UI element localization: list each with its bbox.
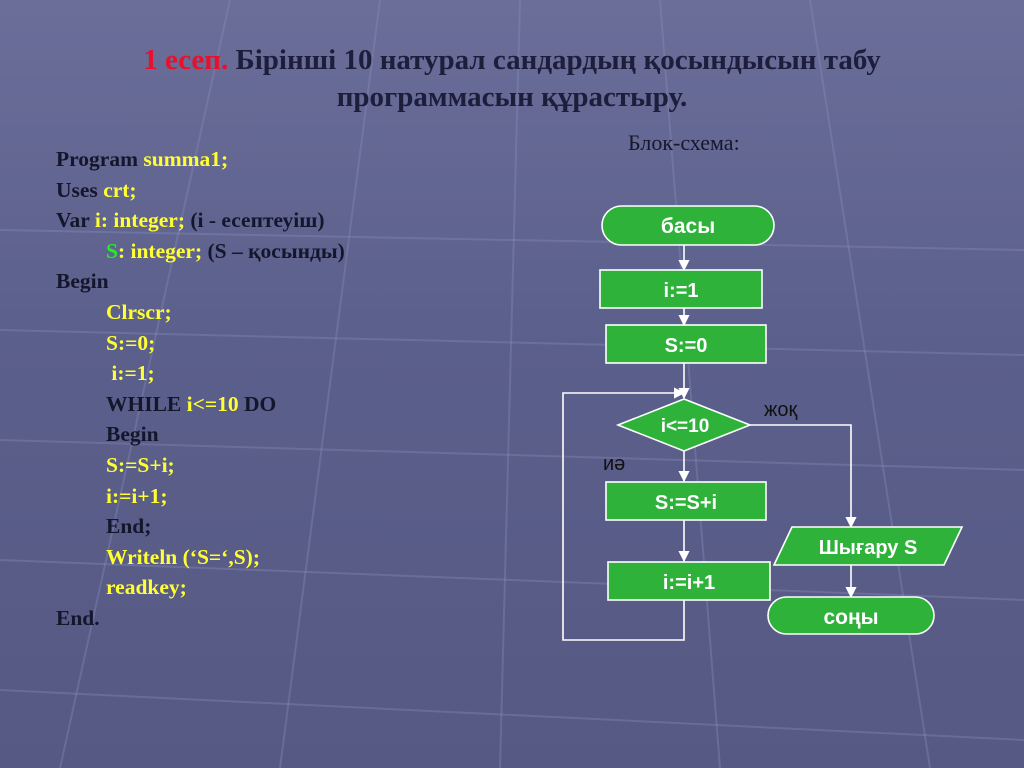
- code-line: Program summa1;: [56, 147, 229, 171]
- title-line-1-text: Бірінші 10 натурал сандардың қосындысын …: [228, 44, 881, 76]
- code-line: i:=1;: [106, 361, 155, 386]
- code-line: Begin: [106, 422, 159, 447]
- no-label: жоқ: [764, 399, 798, 421]
- code-line: i:=i+1;: [106, 483, 168, 508]
- inc-label: i:=i+1: [663, 572, 715, 594]
- code-line: S: integer; (S – қосынды): [106, 238, 345, 263]
- code-line: Begin: [56, 269, 109, 294]
- code-line: Writeln (‘S=‘,S);: [106, 544, 260, 569]
- init-i-label: i:=1: [663, 280, 698, 302]
- code-line: Var i: integer; (i - есептеуіш): [56, 208, 325, 233]
- init-s-process: [605, 324, 767, 364]
- start-terminal: [601, 205, 775, 246]
- pascal-code-listing: Program summa1; Uses crt; Var i: integer…: [56, 144, 345, 634]
- end-label: соңы: [823, 606, 878, 629]
- title-line-2: программасын құрастыру.: [336, 81, 688, 113]
- start-label: басы: [661, 215, 715, 238]
- condition-label: i<=10: [661, 416, 710, 437]
- inc-process: [607, 561, 771, 601]
- arrow-loop-back: [562, 387, 686, 641]
- arrow-condition-to-output: [750, 424, 857, 529]
- code-line: End;: [106, 514, 152, 539]
- sum-label: S:=S+i: [655, 492, 717, 514]
- output-parallelogram: [772, 526, 964, 566]
- output-label: Шығару S: [819, 537, 918, 559]
- sum-process: [605, 481, 767, 521]
- condition-decision: [615, 398, 753, 452]
- init-i-process: [599, 269, 763, 309]
- code-line: End.: [56, 605, 100, 630]
- slide-title: 1 есеп. Бірінші 10 натурал сандардың қос…: [40, 42, 984, 116]
- yes-label: иә: [603, 453, 625, 475]
- init-s-label: S:=0: [665, 335, 708, 357]
- flowchart-caption: Блок-схема:: [628, 130, 740, 155]
- code-line: S:=S+i;: [106, 452, 175, 477]
- code-line: Uses crt;: [56, 177, 137, 202]
- end-terminal: [767, 596, 935, 635]
- task-number: 1 есеп.: [143, 44, 229, 76]
- code-line: S:=0;: [106, 330, 156, 355]
- code-line: readkey;: [106, 575, 187, 600]
- code-line: Clrscr;: [106, 299, 172, 324]
- title-line-1: 1 есеп. Бірінші 10 натурал сандардың қос…: [40, 42, 984, 79]
- code-line: WHILE i<=10 DO: [106, 391, 277, 416]
